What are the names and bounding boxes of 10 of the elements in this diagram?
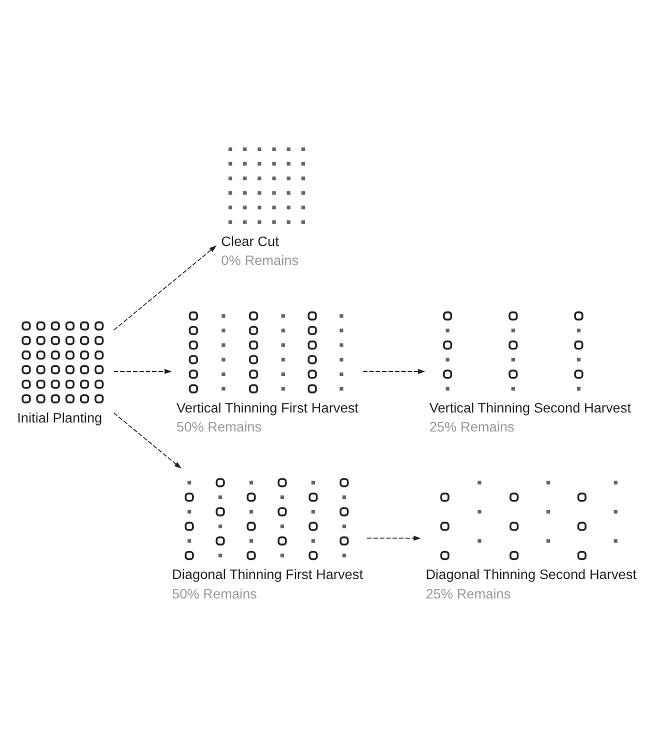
node-label: 50% Remains [172,586,258,602]
node-label: Initial Planting [17,410,102,426]
node-label: Vertical Thinning First Harvest [176,400,358,416]
node-label: 50% Remains [176,420,262,435]
node-label: Diagonal Thinning Second Harvest [426,567,637,582]
node-label: 25% Remains [426,586,511,602]
node-label: Vertical Thinning Second Harvest [429,400,632,416]
node-label: Diagonal Thinning First Harvest [172,567,364,582]
node-text: Clear Cut 0% Remains [221,234,299,268]
node-label: 25% Remains [429,420,514,435]
